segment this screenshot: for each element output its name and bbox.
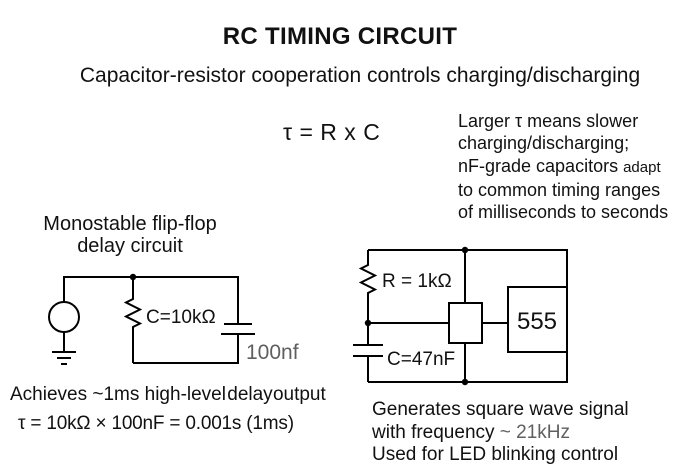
chip-555-box	[507, 286, 568, 353]
tau-note-line3-small: adapt	[623, 158, 661, 176]
tau-note: Larger τ means slower charging/dischargi…	[458, 110, 668, 223]
tau-note-line3: nF-grade capacitors adapt	[458, 155, 668, 179]
monostable-result-line2: τ = 10kΩ × 100nF = 0.001s (1ms)	[18, 413, 294, 434]
page-subtitle: Capacitor-resistor cooperation controls …	[79, 64, 641, 87]
tau-note-line5: of milliseconds to seconds	[458, 202, 669, 223]
monostable-schematic: C=10kΩ 100nf	[48, 273, 299, 365]
astable-result-line3: Used for LED blinking control	[372, 444, 619, 464]
page-title: RC TIMING CIRCUIT	[222, 23, 458, 50]
astable-result: Generates square wave signal with freque…	[372, 399, 629, 464]
astable-result-line2-prefix: with frequency	[372, 421, 500, 443]
chip-555-label: 555	[517, 308, 557, 335]
resistor-symbol	[123, 277, 143, 363]
junction-dot	[364, 319, 372, 327]
ground-symbol	[52, 351, 76, 365]
junction-dot	[461, 378, 469, 386]
monostable-result-line1: Achieves ~1ms high-level delay output	[10, 384, 326, 406]
tau-formula: τ = R x C	[283, 119, 381, 145]
monostable-caption-line2: delay circuit	[77, 235, 183, 257]
monostable-caption: Monostable flip-flop delay circuit	[30, 213, 230, 257]
ic-internal-box	[448, 302, 483, 344]
monostable-result-line1-part2: delay output	[227, 384, 326, 405]
junction-dot	[461, 246, 469, 254]
tau-note-line4: to common timing ranges	[458, 179, 661, 200]
astable-resistor-label: R = 1kΩ	[382, 271, 452, 292]
astable-result-line2: with frequency ~ 21kHz	[372, 422, 629, 445]
monostable-resistor-label: C=10kΩ	[146, 307, 216, 328]
tau-note-line1: Larger τ means slower	[458, 111, 639, 131]
monostable-result-line1-part1: Achieves ~1ms high-level	[10, 384, 226, 405]
junction-dot	[129, 273, 137, 281]
tau-note-line2: charging/discharging;	[458, 133, 630, 154]
astable-schematic: R = 1kΩ C=47nF 555	[353, 246, 568, 386]
astable-result-line1: Generates square wave signal	[372, 399, 629, 420]
wire	[133, 334, 239, 364]
astable-capacitor-label: C=47nF	[387, 349, 455, 370]
tau-note-line3-main: nF-grade capacitors	[458, 155, 619, 176]
monostable-caption-line1: Monostable flip-flop	[43, 213, 217, 235]
wire	[63, 276, 239, 324]
astable-result-line2-value: ~ 21kHz	[499, 421, 571, 443]
monostable-capacitor-label: 100nf	[246, 341, 299, 364]
capacitor-symbol	[221, 323, 255, 335]
capacitor-symbol	[353, 344, 383, 357]
resistor-symbol	[358, 250, 378, 345]
voltage-source-symbol	[48, 301, 80, 333]
